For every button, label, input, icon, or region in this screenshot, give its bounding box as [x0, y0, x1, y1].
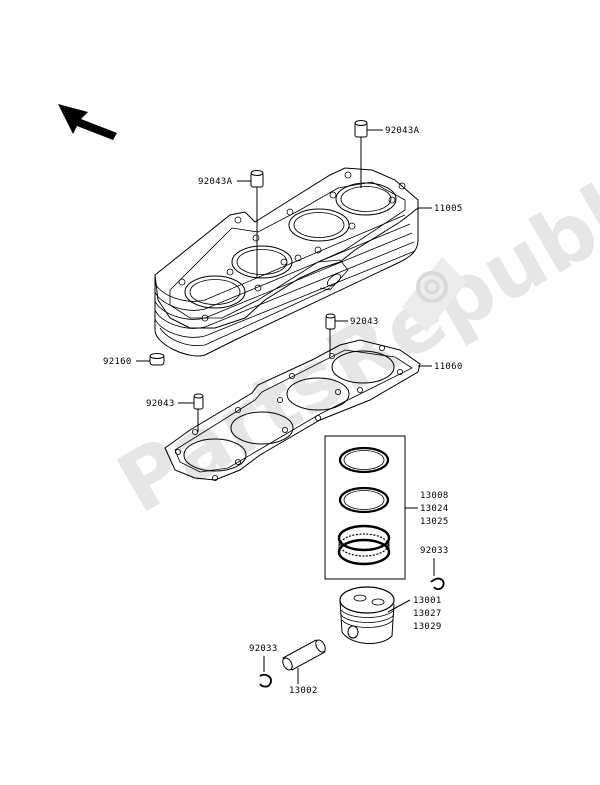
dowel-pin-mid — [325, 313, 348, 356]
piston-ring-set — [324, 435, 418, 580]
label-clip-right: 92033 — [420, 546, 449, 556]
dowel-pin-top — [354, 120, 383, 188]
label-ring-2: 13024 — [420, 504, 449, 514]
label-piston-1: 13001 — [413, 596, 442, 606]
label-clip-left: 92033 — [249, 644, 278, 654]
circlip-left — [259, 656, 272, 688]
cylinder-block — [154, 167, 419, 357]
gear-icon — [402, 257, 467, 332]
piston — [339, 586, 411, 644]
label-cylinder: 11005 — [434, 204, 463, 214]
label-dowel-left: 92043A — [198, 177, 233, 187]
cylinder-gasket — [164, 339, 421, 481]
label-ring-1: 13008 — [420, 491, 449, 501]
label-piston-2: 13027 — [413, 609, 442, 619]
piston-pin — [282, 639, 326, 684]
label-piston-3: 13029 — [413, 622, 442, 632]
circlip-right — [430, 558, 445, 591]
part-labels: 92043A 92043A 11005 92043 92160 11060 92… — [103, 126, 463, 696]
dowel-pin-low — [178, 393, 204, 432]
label-dowel-low: 92043 — [146, 399, 175, 409]
label-cap: 92160 — [103, 357, 132, 367]
label-ring-3: 13025 — [420, 517, 449, 527]
dowel-pin-left — [237, 170, 264, 278]
label-gasket: 11060 — [434, 362, 463, 372]
front-direction-arrow-icon — [58, 104, 117, 140]
cap — [136, 353, 165, 366]
label-pin: 13002 — [289, 686, 318, 696]
label-dowel-mid: 92043 — [350, 317, 379, 327]
label-dowel-top: 92043A — [385, 126, 420, 136]
